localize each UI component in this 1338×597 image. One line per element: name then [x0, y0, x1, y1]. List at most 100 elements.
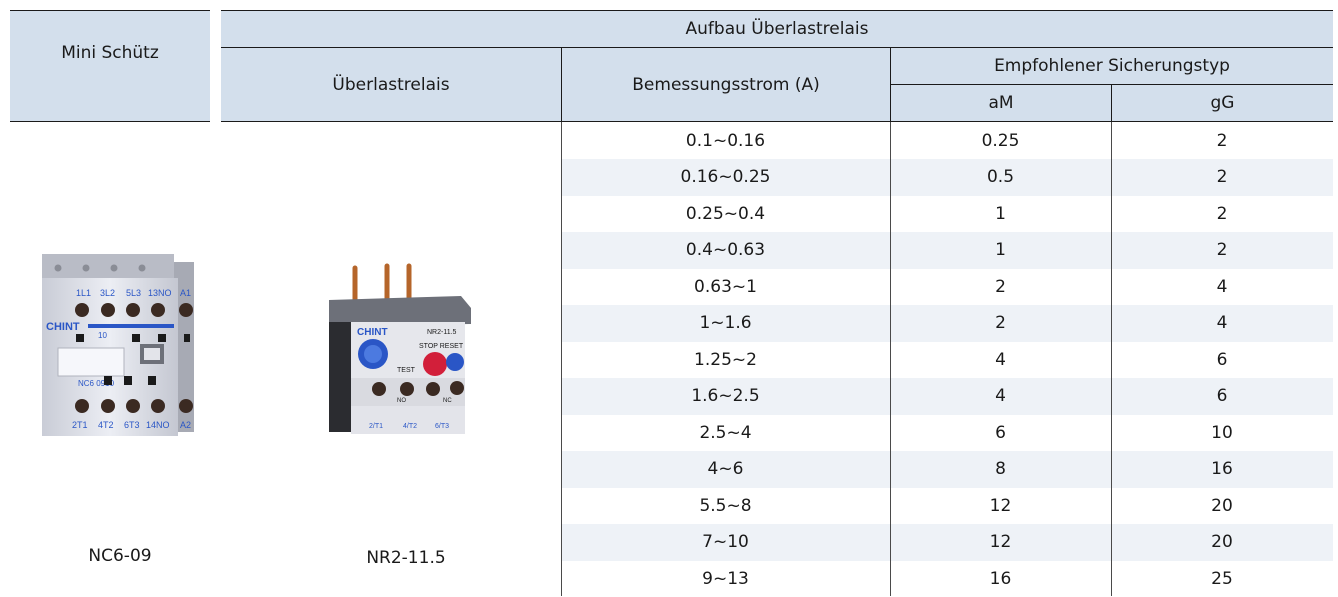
cell-am: 12 [989, 495, 1012, 516]
contactor-brand: CHINT [46, 321, 80, 333]
relay-terminal-label: 2/T1 [369, 423, 383, 430]
cell-am: 1 [995, 203, 1006, 224]
contactor-name: NC6-09 [10, 546, 230, 566]
contactor-contact-label: 10 [98, 331, 107, 340]
contactor-terminal-label: 1L1 [76, 288, 91, 298]
cell-gg: 2 [1216, 167, 1228, 187]
body-divider-1 [561, 122, 562, 596]
header-mini-schuetz-label: Mini Schütz [61, 43, 159, 63]
header-ueberlastrelais: Überlastrelais [221, 48, 561, 121]
cell-am: 8 [995, 459, 1006, 479]
table-row: 1.25~2 4 6 [561, 341, 1333, 378]
header-bemessungsstrom-label: Bemessungsstrom (A) [632, 74, 820, 95]
cell-am: 4 [995, 349, 1006, 370]
cell-bemessungsstrom: 9~13 [702, 568, 749, 589]
table-row: 2.5~4 6 10 [561, 414, 1333, 451]
relay-photo: CHINT NR2-11.5 STOP RESET TEST NO NC 2/T… [329, 263, 471, 434]
cell-bemessungsstrom: 1.25~2 [694, 349, 757, 370]
contactor-terminal-label: 4T2 [98, 420, 114, 430]
header-gg: gG [1112, 85, 1333, 121]
cell-bemessungsstrom: 2.5~4 [699, 422, 752, 443]
contactor-terminal-label: A2 [180, 420, 191, 430]
cell-bemessungsstrom: 1.6~2.5 [691, 386, 760, 406]
relay-aux-label: NO [397, 398, 406, 404]
table-row: 0.16~0.25 0.5 2 [561, 158, 1333, 196]
cell-gg: 6 [1216, 349, 1228, 370]
relay-brand: CHINT [357, 327, 388, 338]
header-top-rule-right [221, 10, 1333, 11]
contactor-terminal-label: A1 [180, 288, 191, 298]
cell-am: 1 [995, 240, 1006, 260]
body-divider-2 [890, 122, 891, 596]
header-aufbau-rule [221, 47, 1333, 48]
header-divider-2 [890, 48, 891, 121]
body-divider-3 [1111, 122, 1112, 596]
cell-gg: 25 [1211, 568, 1233, 589]
table-row: 0.25~0.4 1 2 [561, 195, 1333, 232]
cell-gg: 2 [1216, 203, 1228, 224]
relay-stop-reset: STOP RESET [419, 343, 464, 350]
table-row: 1.6~2.5 4 6 [561, 377, 1333, 415]
cell-bemessungsstrom: 0.16~0.25 [680, 167, 771, 187]
cell-gg: 4 [1216, 276, 1228, 297]
header-sicherungstyp-label: Empfohlener Sicherungstyp [994, 56, 1230, 76]
table-row: 0.63~1 2 4 [561, 268, 1333, 305]
cell-am: 4 [995, 386, 1006, 406]
cell-gg: 2 [1216, 130, 1228, 151]
header-am-label: aM [988, 93, 1014, 113]
header-bottom-rule-left [10, 121, 210, 122]
contactor-terminal-label: 5L3 [126, 288, 141, 298]
cell-gg: 20 [1211, 532, 1233, 552]
cell-am: 2 [995, 276, 1006, 297]
contactor-model-label: NC6 0910 [78, 379, 115, 388]
contactor-terminal-label: 3L2 [100, 288, 115, 298]
cell-gg: 16 [1211, 459, 1233, 479]
contactor-terminal-label: 14NO [146, 420, 170, 430]
cell-gg: 2 [1216, 240, 1228, 260]
header-divider-1 [561, 48, 562, 121]
cell-gg: 20 [1211, 495, 1233, 516]
contactor-name-label: NC6-09 [88, 546, 152, 566]
cell-am: 6 [995, 422, 1006, 443]
cell-am: 12 [989, 532, 1012, 552]
contactor-terminal-label: 2T1 [72, 420, 88, 430]
relay-model-label: NR2-11.5 [427, 329, 457, 336]
cell-am: 16 [989, 568, 1012, 589]
relay-aux-label: NC [443, 398, 452, 404]
header-am: aM [891, 85, 1111, 121]
table-row: 0.4~0.63 1 2 [561, 231, 1333, 269]
cell-gg: 10 [1211, 422, 1233, 443]
table-row: 4~6 8 16 [561, 450, 1333, 488]
header-bemessungsstrom: Bemessungsstrom (A) [562, 48, 890, 121]
header-gg-label: gG [1210, 93, 1235, 113]
cell-am: 2 [995, 313, 1006, 333]
cell-bemessungsstrom: 0.4~0.63 [685, 240, 766, 260]
relay-terminal-label: 4/T2 [403, 423, 417, 430]
header-top-rule-left [10, 10, 210, 11]
cell-bemessungsstrom: 1~1.6 [699, 313, 752, 333]
header-aufbau: Aufbau Überlastrelais [221, 11, 1333, 47]
cell-bemessungsstrom: 0.63~1 [694, 276, 757, 297]
cell-bemessungsstrom: 7~10 [702, 532, 749, 552]
contactor-photo: 1L1 3L2 5L3 13NO A1 CHINT 10 NC6 0910 2T… [42, 254, 194, 436]
cell-bemessungsstrom: 0.25~0.4 [685, 203, 766, 224]
relay-name-label: NR2-11.5 [366, 548, 446, 568]
relay-terminal-label: 6/T3 [435, 423, 449, 430]
table-row: 9~13 16 25 [561, 560, 1333, 597]
header-divider-3 [1111, 85, 1112, 121]
cell-gg: 4 [1216, 313, 1228, 333]
contactor-terminal-label: 13NO [148, 288, 172, 298]
table-row: 7~10 12 20 [561, 523, 1333, 561]
cell-bemessungsstrom: 4~6 [707, 459, 744, 479]
table-row: 1~1.6 2 4 [561, 304, 1333, 342]
header-sicherungstyp-rule [891, 84, 1333, 85]
header-sicherungstyp: Empfohlener Sicherungstyp [891, 48, 1333, 84]
cell-am: 0.25 [981, 130, 1020, 151]
header-bottom-rule-right [221, 121, 1333, 122]
cell-am: 0.5 [986, 167, 1015, 187]
cell-gg: 6 [1216, 386, 1228, 406]
relay-name: NR2-11.5 [296, 548, 516, 568]
contactor-terminal-label: 6T3 [124, 420, 140, 430]
cell-bemessungsstrom: 5.5~8 [699, 495, 752, 516]
